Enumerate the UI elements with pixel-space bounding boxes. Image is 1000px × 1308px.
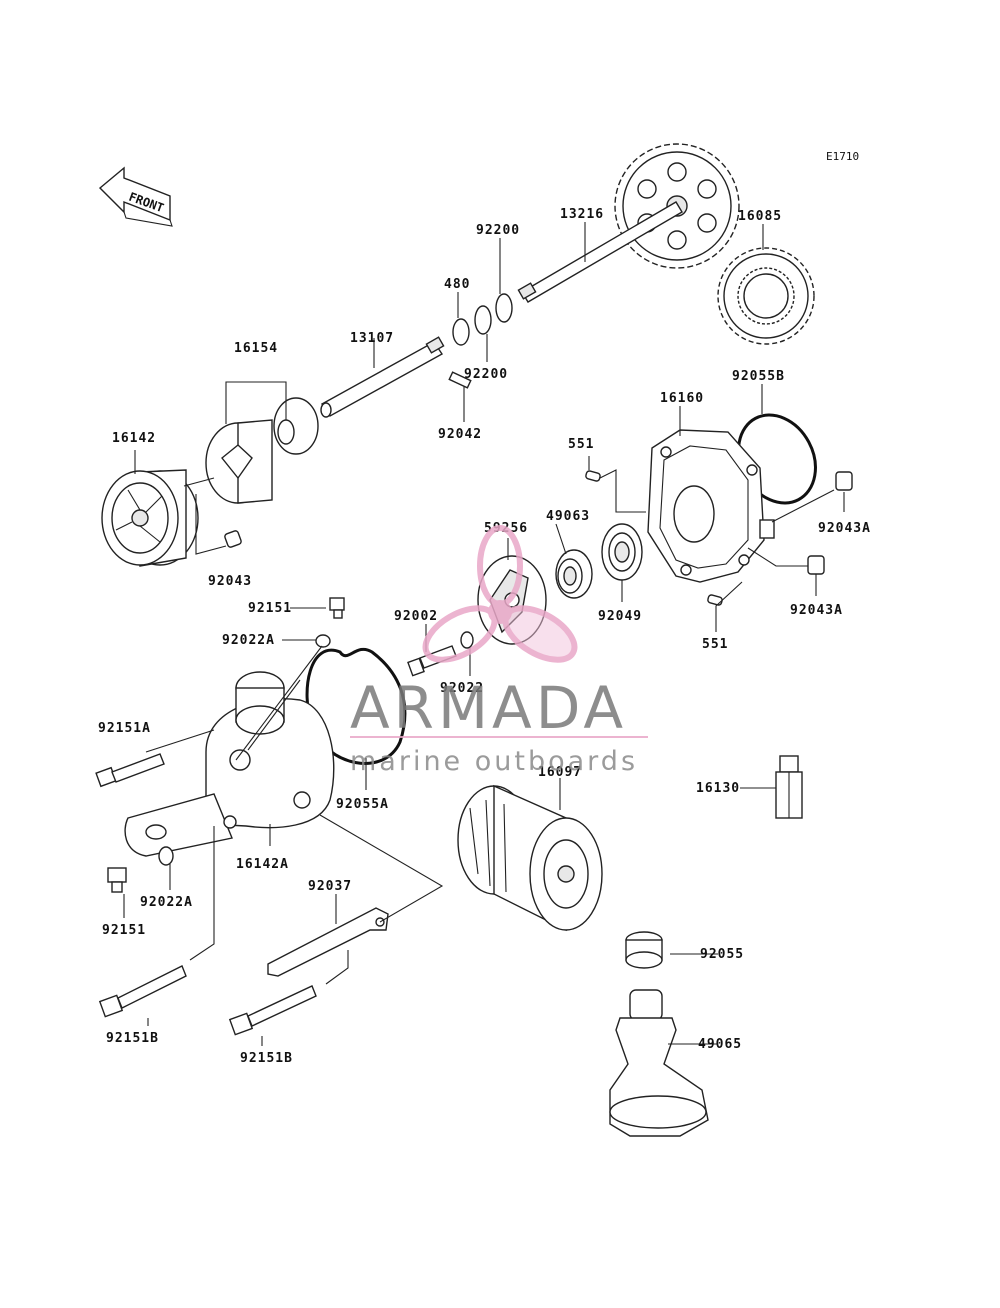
- label-16142: 16142: [112, 431, 156, 446]
- label-92151-top: 92151: [248, 601, 292, 616]
- watermark: ARMADA marine outboards: [350, 525, 648, 777]
- label-92042: 92042: [438, 427, 482, 442]
- o-ring-92055: [625, 931, 663, 969]
- label-16154: 16154: [234, 341, 278, 356]
- label-551-b: 551: [702, 637, 728, 652]
- label-92043A-a: 92043A: [818, 521, 871, 536]
- washer-92200-b: [474, 305, 492, 335]
- label-92043A-b: 92043A: [790, 603, 843, 618]
- label-92151A: 92151A: [98, 721, 151, 736]
- label-92002: 92002: [394, 609, 438, 624]
- bracket-92037: [267, 907, 389, 977]
- bearing-92049: [601, 523, 643, 581]
- reference-code: E1710: [826, 150, 859, 163]
- dowel-92043A-a: [835, 471, 853, 491]
- pump-shaft-13107: [320, 336, 445, 418]
- label-16142A: 16142A: [236, 857, 289, 872]
- oil-filter-16097: [457, 784, 603, 932]
- pump-body-16142A: [124, 671, 335, 857]
- label-92022: 92022: [440, 681, 484, 696]
- dowel-92043A-b: [807, 555, 825, 575]
- label-92200-a: 92200: [476, 223, 520, 238]
- propeller-logo-icon: [422, 525, 578, 663]
- label-13216: 13216: [560, 207, 604, 222]
- label-551-a: 551: [568, 437, 594, 452]
- label-13107: 13107: [350, 331, 394, 346]
- label-49063: 49063: [546, 509, 590, 524]
- label-92151B-a: 92151B: [106, 1031, 159, 1046]
- front-arrow-icon: FRONT: [98, 166, 173, 227]
- gasket-92055A: [305, 647, 407, 765]
- pump-cover-16160: [647, 429, 775, 583]
- pump-gear-shaft-13216: [517, 143, 740, 303]
- drain-bolt-92151-top: [329, 597, 345, 619]
- gear-16085: [717, 247, 815, 345]
- washer-92022A-lower: [158, 846, 174, 866]
- label-92037: 92037: [308, 879, 352, 894]
- rotor-16154: [205, 397, 319, 504]
- bolt-92151-lower: [107, 867, 127, 893]
- washer-92200-a: [495, 293, 513, 323]
- label-16130: 16130: [696, 781, 740, 796]
- bolt-92151A: [95, 753, 165, 788]
- label-92043: 92043: [208, 574, 252, 589]
- circlip-480: [452, 318, 470, 346]
- watermark-title: ARMADA: [350, 674, 627, 742]
- pin-551-a: [585, 470, 601, 482]
- label-16085: 16085: [738, 209, 782, 224]
- oil-pressure-switch-16130: [775, 755, 803, 819]
- washer-92022: [460, 631, 474, 649]
- part-labels: 13216 16085 92200 480 92200 13107 16154 …: [98, 207, 871, 1066]
- leader-lines: [123, 222, 845, 1046]
- oil-strainer-49065: [609, 989, 709, 1137]
- label-92055A: 92055A: [336, 797, 389, 812]
- label-92151B-b: 92151B: [240, 1051, 293, 1066]
- mechanical-seal-49063: [555, 549, 593, 599]
- bolt-92151B-b: [228, 985, 317, 1036]
- label-480: 480: [444, 277, 470, 292]
- label-92055B: 92055B: [732, 369, 785, 384]
- dowel-92043: [224, 530, 242, 548]
- washer-92022A-top: [315, 634, 331, 648]
- label-92151-lower: 92151: [102, 923, 146, 938]
- label-92055: 92055: [700, 947, 744, 962]
- label-92200-b: 92200: [464, 367, 508, 382]
- watermark-subtitle: marine outboards: [350, 746, 638, 777]
- bolt-92151B-a: [98, 965, 187, 1018]
- label-49065: 49065: [698, 1037, 742, 1052]
- rotor-housing-16142: [101, 469, 199, 567]
- label-92022A-top: 92022A: [222, 633, 275, 648]
- label-92049: 92049: [598, 609, 642, 624]
- pin-92042: [448, 371, 472, 389]
- label-16160: 16160: [660, 391, 704, 406]
- label-92022A-lower: 92022A: [140, 895, 193, 910]
- pin-551-b: [707, 594, 723, 606]
- label-16097: 16097: [538, 765, 582, 780]
